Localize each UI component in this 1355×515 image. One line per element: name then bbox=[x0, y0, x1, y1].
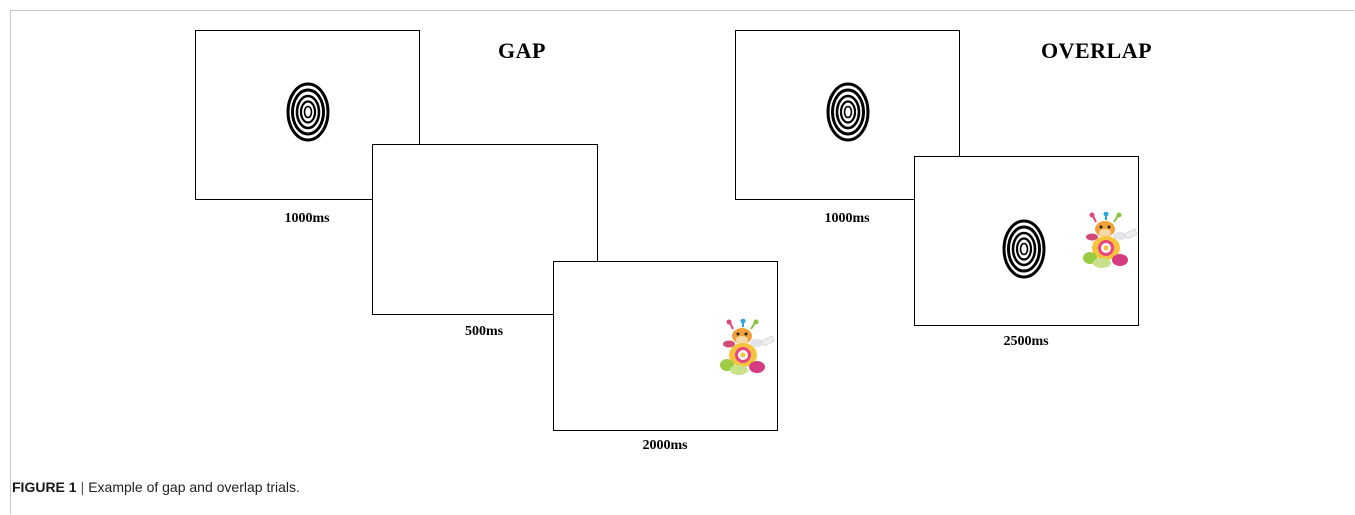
overlap-screen-both bbox=[914, 156, 1139, 326]
fixation-target-icon bbox=[1001, 218, 1047, 280]
overlap-time-2: 2500ms bbox=[966, 334, 1086, 350]
figure-caption: FIGURE 1|Example of gap and overlap tria… bbox=[12, 479, 300, 495]
gap-time-3: 2000ms bbox=[605, 438, 725, 454]
gap-title: GAP bbox=[498, 38, 546, 64]
toy-target-icon bbox=[719, 319, 775, 377]
gap-time-2: 500ms bbox=[424, 324, 544, 340]
gap-time-1: 1000ms bbox=[247, 211, 367, 227]
overlap-time-1: 1000ms bbox=[787, 211, 907, 227]
overlap-title: OVERLAP bbox=[1041, 38, 1152, 64]
figure-label: FIGURE 1 bbox=[12, 479, 77, 495]
fixation-target-icon bbox=[285, 81, 331, 143]
caption-separator: | bbox=[81, 479, 85, 495]
gap-screen-target bbox=[553, 261, 778, 431]
fixation-target-icon bbox=[825, 81, 871, 143]
toy-target-icon bbox=[1082, 212, 1138, 270]
caption-text: Example of gap and overlap trials. bbox=[88, 479, 300, 495]
